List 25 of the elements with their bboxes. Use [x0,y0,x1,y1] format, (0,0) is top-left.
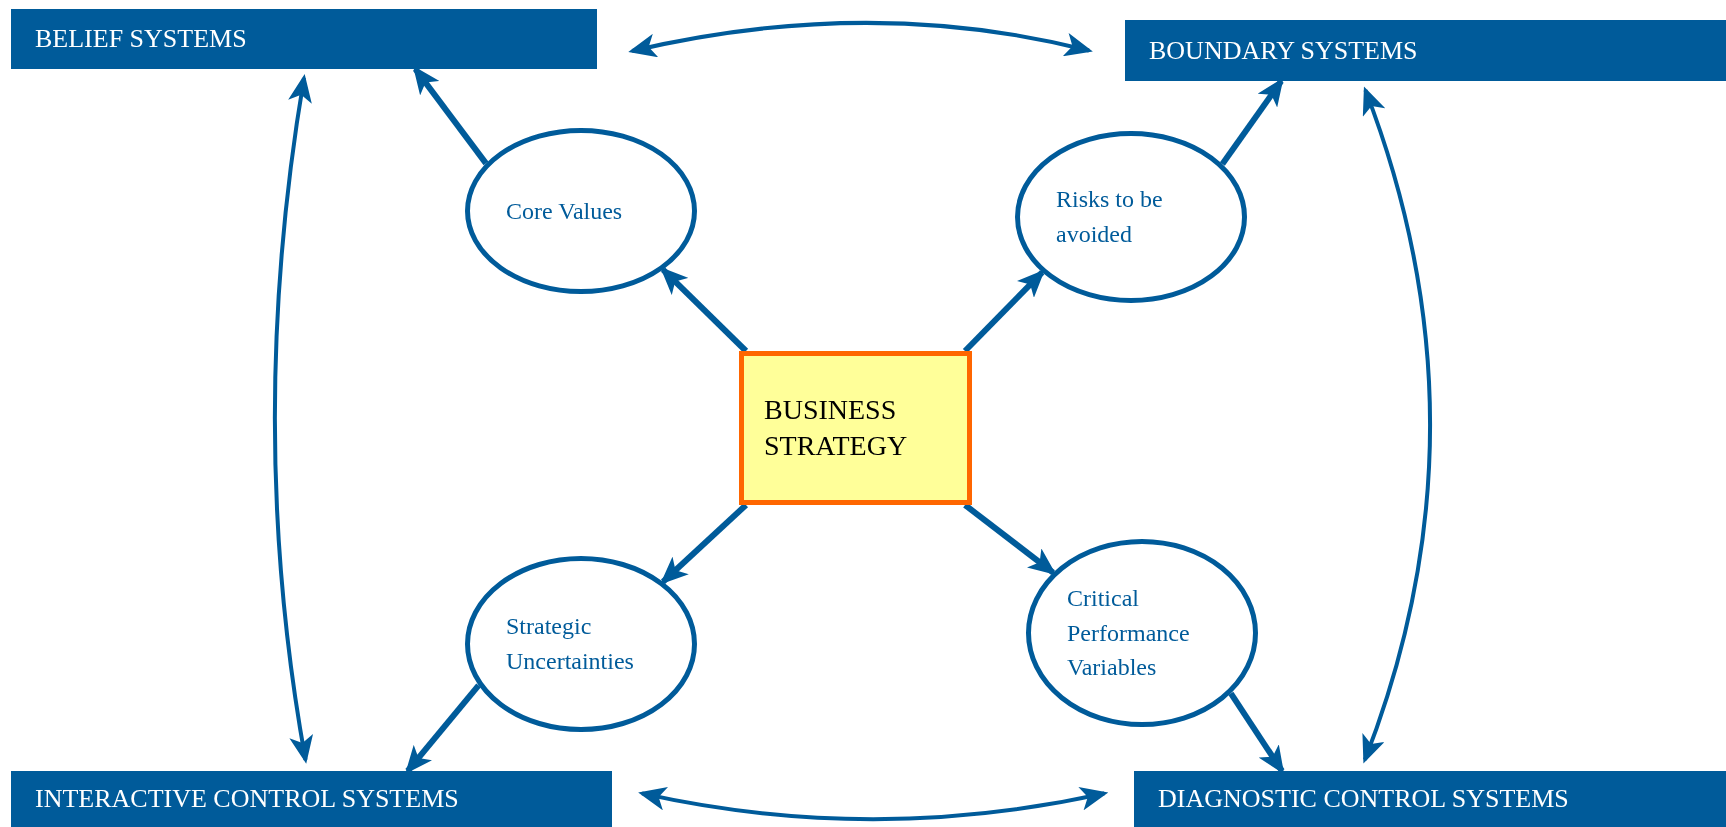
arrow [272,74,314,764]
system-banner [11,9,597,69]
arrow [963,502,1057,575]
ellipse-shape [1026,539,1258,727]
ellipse-shape [465,556,697,732]
system-banner [11,771,612,827]
arrow [660,502,749,585]
ellipse-shape [1015,131,1247,303]
node-label: Critical Performance Variables [1067,583,1191,683]
banner-title: BELIEF SYSTEMS [35,24,247,54]
arrow [1361,86,1432,764]
node-label: BUSINESS STRATEGY [764,392,909,463]
system-banner [1134,771,1726,827]
arrow [628,20,1093,58]
node-label: Core Values [506,196,624,226]
banner-title: DIAGNOSTIC CONTROL SYSTEMS [1158,784,1569,814]
banner-title: BOUNDARY SYSTEMS [1149,35,1418,66]
node-label: Risks to be avoided [1056,185,1164,249]
ellipse-shape [465,128,697,294]
node-label: Strategic Uncertainties [506,612,635,676]
banner-title: INTERACTIVE CONTROL SYSTEMS [35,784,459,814]
arrow [638,786,1109,822]
strategy-box [739,351,972,505]
system-banner [1125,20,1726,81]
arrow [660,266,749,354]
